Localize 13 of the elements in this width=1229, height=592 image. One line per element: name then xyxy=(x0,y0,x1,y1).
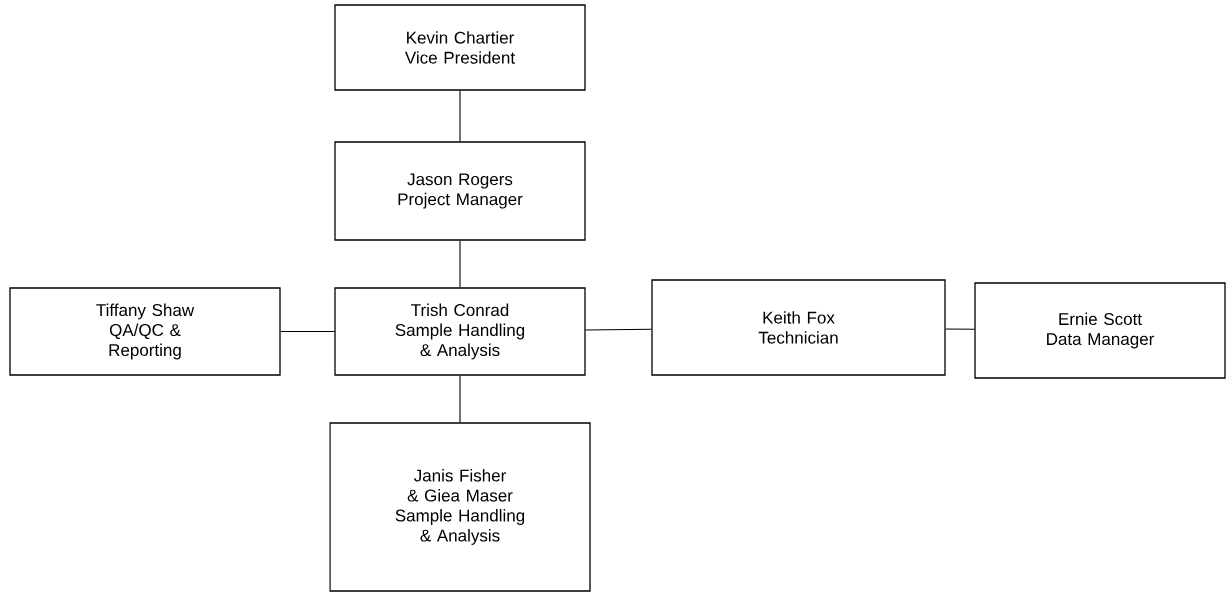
connector-line xyxy=(459,90,461,142)
org-box: Janis Fisher & Giea Maser Sample Handling & Analysis xyxy=(329,422,591,592)
org-box: Tiffany Shaw QA/QC & Reporting xyxy=(9,287,281,376)
org-box: Jason Rogers Project Manager xyxy=(334,141,586,241)
connector-line xyxy=(945,328,975,330)
connector-line xyxy=(459,240,461,288)
org-box: Kevin Chartier Vice President xyxy=(334,4,586,91)
org-box: Trish Conrad Sample Handling & Analysis xyxy=(334,287,586,376)
org-box: Keith Fox Technician xyxy=(651,279,946,376)
connector-line xyxy=(280,330,335,333)
org-box: Ernie Scott Data Manager xyxy=(974,282,1226,379)
connector-line xyxy=(585,328,652,331)
connector-line xyxy=(459,375,461,423)
